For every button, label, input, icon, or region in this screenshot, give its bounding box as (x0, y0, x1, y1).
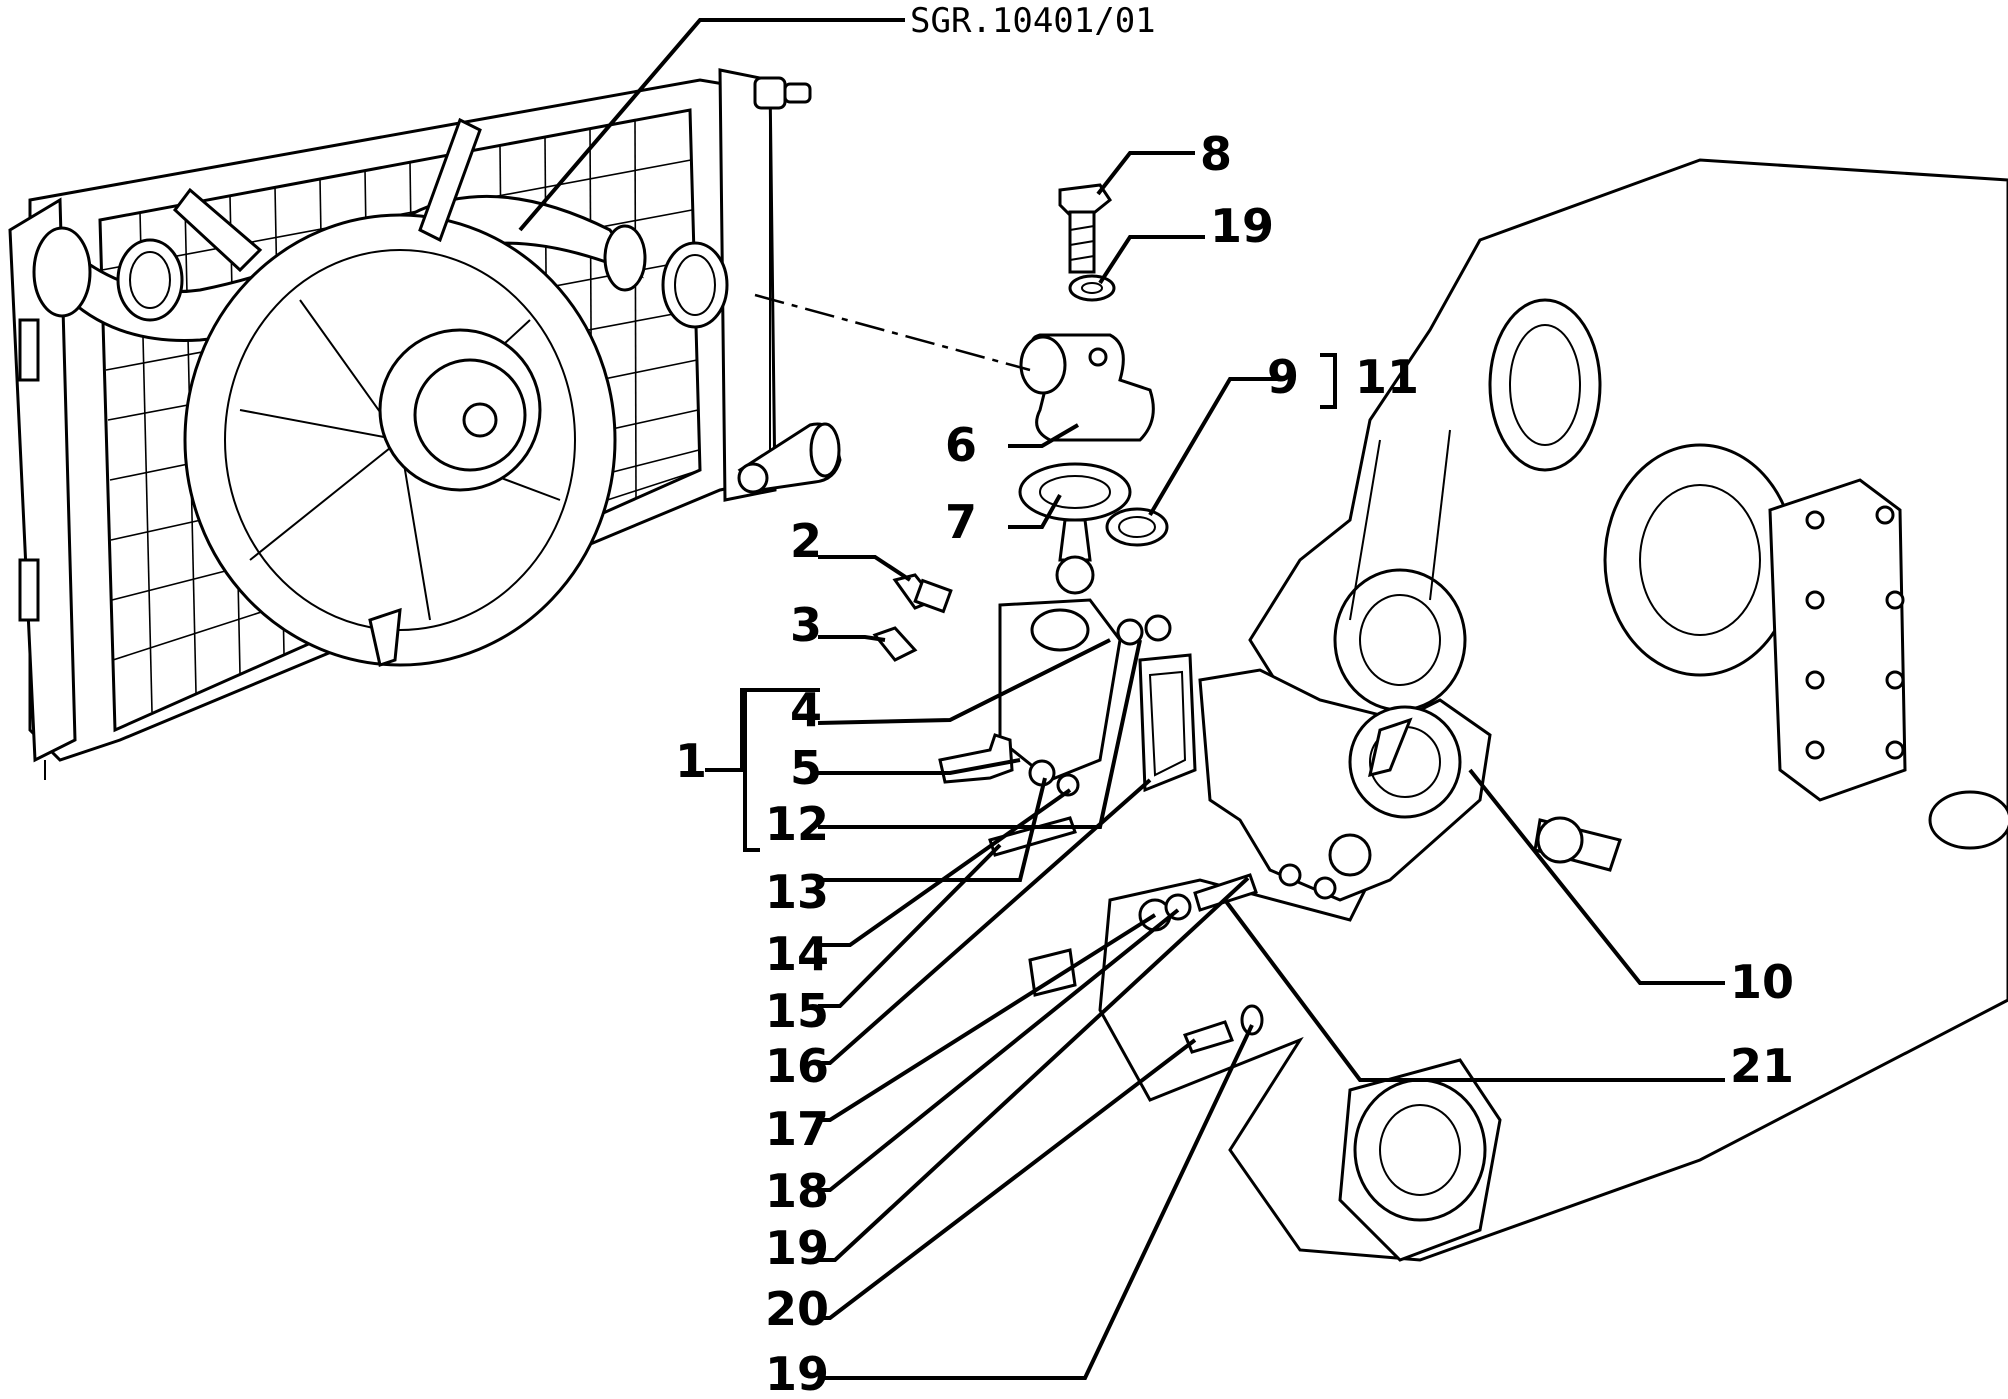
part-5-elbow (938, 733, 1014, 784)
leader-lines (518, 18, 1725, 1380)
label-20: 20 (765, 1282, 829, 1336)
label-3: 3 (790, 598, 822, 652)
radiator (8, 68, 842, 780)
part-12-nut (1028, 759, 1056, 787)
label-17: 17 (765, 1102, 829, 1156)
label-15: 15 (765, 984, 829, 1038)
part-19-washer-bottom (1240, 1004, 1264, 1036)
part-13-washer (1056, 773, 1080, 797)
label-19-top: 19 (1210, 199, 1274, 253)
engine-block (1028, 158, 2008, 1262)
label-21: 21 (1730, 1039, 1794, 1093)
label-2: 2 (790, 514, 822, 568)
part-9-seal-ring (1105, 507, 1169, 547)
part-19-washer-top (1068, 274, 1116, 302)
part-2-sensor (892, 573, 953, 614)
label-7: 7 (945, 495, 977, 549)
label-13: 13 (765, 865, 829, 919)
label-5: 5 (790, 741, 822, 795)
label-16: 16 (765, 1039, 829, 1093)
diagram-code: SGR.10401/01 (910, 1, 1156, 41)
part-6-thermostat-cover (1019, 333, 1155, 442)
label-10: 10 (1730, 955, 1794, 1009)
part-8-bolt (1058, 183, 1113, 274)
label-8: 8 (1200, 127, 1232, 181)
label-19-bottom: 19 (765, 1347, 829, 1394)
label-1: 1 (675, 734, 707, 788)
part-3-plug (872, 626, 918, 662)
label-9: 9 (1267, 350, 1299, 404)
label-19-mid: 19 (765, 1221, 829, 1275)
part-10-pump-housing (1198, 668, 1492, 902)
label-4: 4 (790, 683, 822, 737)
label-18: 18 (765, 1164, 829, 1218)
label-12: 12 (765, 797, 829, 851)
part-7-gasket (1018, 462, 1132, 595)
label-11: 11 (1355, 350, 1419, 404)
label-14: 14 (765, 927, 829, 981)
label-6: 6 (945, 418, 977, 472)
